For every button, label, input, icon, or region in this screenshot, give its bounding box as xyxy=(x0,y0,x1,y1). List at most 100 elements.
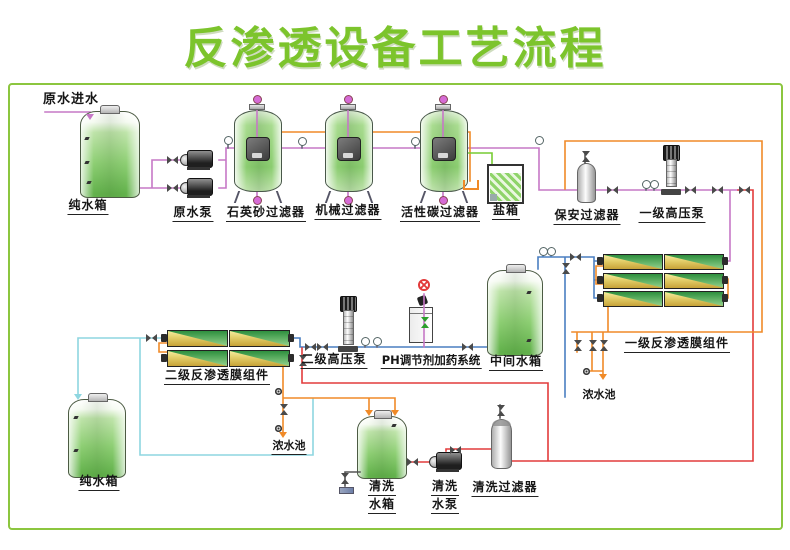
pressure-gauge-icon xyxy=(410,136,420,146)
salt-chip-icon xyxy=(490,194,497,201)
pressure-gauge-icon xyxy=(223,135,233,145)
membrane-port-icon xyxy=(722,257,728,265)
pure-water-tank-bottom xyxy=(68,393,126,478)
security-filter-vessel xyxy=(577,163,596,203)
valve-icon xyxy=(420,317,429,328)
membrane-port-icon xyxy=(597,275,603,284)
valve-icon xyxy=(606,185,618,195)
pump-base-icon xyxy=(661,189,681,195)
label-stage2-ro-membrane: 二级反渗透膜组件 xyxy=(163,368,271,385)
label-cleaning-pump-line2: 水泵 xyxy=(430,497,460,514)
stage2-high-pressure-pump xyxy=(338,296,358,352)
tank-cap-icon xyxy=(100,105,120,114)
pump-body-icon xyxy=(187,150,213,168)
valve-icon xyxy=(279,404,288,415)
pump-body-icon xyxy=(187,178,213,196)
stage1-high-pressure-pump xyxy=(661,145,681,195)
valve-icon xyxy=(145,333,157,343)
membrane-element xyxy=(229,330,290,347)
membrane-port-icon xyxy=(722,275,728,284)
pressure-gauge-icon xyxy=(546,246,556,256)
valve-icon xyxy=(316,342,328,352)
tank-cap-icon xyxy=(506,264,526,273)
valve-icon xyxy=(569,252,581,262)
membrane-row xyxy=(597,272,728,289)
flange-icon xyxy=(435,104,451,110)
valve-icon xyxy=(461,342,473,352)
label-cleaning-filter: 清洗过滤器 xyxy=(471,480,539,497)
flange-icon xyxy=(340,104,356,110)
label-cleaning-tank-line1: 清洗 xyxy=(367,479,397,496)
raw-water-pump-1 xyxy=(180,149,213,170)
valve-icon xyxy=(496,405,505,416)
valve-icon xyxy=(711,185,723,195)
valve-icon xyxy=(166,183,178,193)
membrane-port-icon xyxy=(597,257,603,265)
label-stage1-hp-pump: 一级高压泵 xyxy=(638,206,706,223)
cleaning-water-tank xyxy=(357,410,407,479)
label-quartz-sand-filter: 石英砂过滤器 xyxy=(225,205,307,222)
membrane-element xyxy=(664,254,724,270)
valve-icon xyxy=(406,457,418,467)
pressure-gauge-icon xyxy=(297,136,307,146)
membrane-element xyxy=(167,330,228,347)
label-raw-water-inlet: 原水进水 xyxy=(42,92,100,107)
flow-arrow-icon xyxy=(279,432,287,438)
label-cleaning-tank-line2: 水箱 xyxy=(367,497,397,514)
label-pure-water-tank-top: 纯水箱 xyxy=(67,198,109,215)
membrane-port-icon xyxy=(161,353,167,362)
valve-icon xyxy=(684,185,696,195)
valve-icon xyxy=(581,151,590,162)
pressure-gauge-icon xyxy=(360,336,370,346)
diagram-border xyxy=(8,83,783,530)
membrane-row xyxy=(597,291,728,307)
membrane-element xyxy=(603,291,663,307)
membrane-element xyxy=(603,254,663,270)
label-ph-dosing-system: PH调节剂加药系统 xyxy=(380,353,482,370)
membrane-element xyxy=(229,350,290,367)
pressure-gauge-icon xyxy=(372,336,382,346)
valve-icon xyxy=(573,340,582,351)
valve-icon xyxy=(561,263,570,274)
control-valve-box-icon xyxy=(246,137,270,161)
raw-water-pump-2 xyxy=(180,177,213,198)
drain-outlet-icon xyxy=(463,180,479,190)
pump-base-icon xyxy=(187,167,210,170)
membrane-row xyxy=(161,330,294,347)
page-title: 反渗透设备工艺流程 xyxy=(183,23,607,74)
valve-icon xyxy=(588,340,597,351)
ball-valve-icon xyxy=(252,94,262,104)
ball-valve-icon xyxy=(343,195,353,205)
pure-water-tank-top xyxy=(80,105,140,198)
pressure-gauge-icon xyxy=(534,135,544,145)
salt-tank xyxy=(487,164,524,204)
filter-band-icon xyxy=(492,420,511,426)
ball-valve-icon xyxy=(438,94,448,104)
membrane-port-icon xyxy=(161,333,167,342)
valve-icon xyxy=(599,340,608,351)
shutoff-valve-icon xyxy=(274,424,282,432)
label-stage1-ro-membrane: 一级反渗透膜组件 xyxy=(623,336,731,353)
dosing-point-icon xyxy=(418,279,430,291)
shutoff-valve-icon xyxy=(582,367,590,375)
label-middle-tank: 中间水箱 xyxy=(488,354,544,371)
shutoff-valve-icon xyxy=(274,387,282,395)
membrane-element xyxy=(664,291,724,307)
flange-icon xyxy=(249,104,265,110)
valve-icon xyxy=(449,445,461,455)
pump-base-icon xyxy=(436,469,459,472)
label-raw-water-pump: 原水泵 xyxy=(172,205,214,222)
label-pure-water-tank-bottom: 纯水箱 xyxy=(78,474,120,491)
label-cleaning-pump-line1: 清洗 xyxy=(430,479,460,496)
label-mechanical-filter: 机械过滤器 xyxy=(314,203,382,220)
flow-arrow-icon xyxy=(365,410,373,416)
tank-cap-icon xyxy=(374,410,392,419)
flow-arrow-icon xyxy=(599,374,607,380)
valve-icon xyxy=(340,473,349,484)
membrane-element xyxy=(167,350,228,367)
valve-icon xyxy=(738,185,750,195)
flow-arrow-icon xyxy=(74,394,82,400)
membrane-port-icon xyxy=(288,353,294,362)
control-valve-box-icon xyxy=(432,137,456,161)
tank-cap-icon xyxy=(88,393,108,402)
